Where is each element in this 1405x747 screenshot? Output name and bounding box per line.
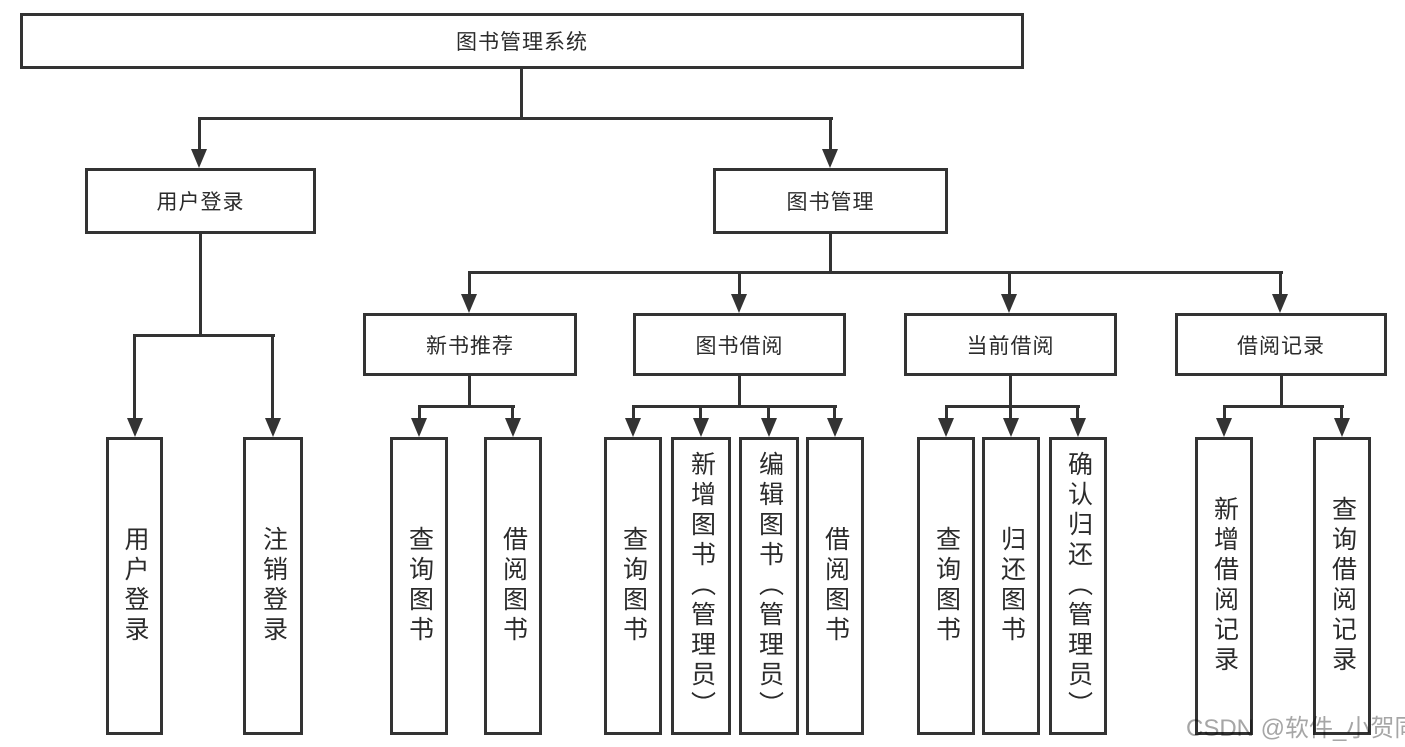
connector-to-leaf — [418, 405, 421, 420]
node-current-borrowing: 当前借阅 — [904, 313, 1117, 376]
leaf-query-books-current: 查询图书 — [917, 437, 975, 735]
connector-root-stem — [520, 68, 523, 118]
arrow-down-icon — [822, 149, 838, 168]
leaf-query-books-borrowing: 查询图书 — [604, 437, 662, 735]
connector-to-book-borrowing — [738, 271, 741, 296]
connector-to-leaf — [767, 405, 770, 420]
connector-current-borrowing-branch — [945, 405, 1080, 408]
leaf-query-books-recommend: 查询图书 — [390, 437, 448, 735]
node-new-book-recommendation: 新书推荐 — [363, 313, 577, 376]
node-user-login: 用户登录 — [85, 168, 316, 234]
leaf-label: 新增借阅记录 — [1210, 496, 1239, 676]
arrow-down-icon — [1001, 294, 1017, 313]
arrow-down-icon — [1003, 418, 1019, 437]
node-label: 新书推荐 — [426, 334, 514, 358]
node-borrowing-records: 借阅记录 — [1175, 313, 1387, 376]
leaf-label: 查询图书 — [932, 526, 961, 646]
leaf-label: 编辑图书（管理员） — [755, 451, 784, 721]
leaf-add-books-admin: 新增图书（管理员） — [671, 437, 731, 735]
node-book-borrowing: 图书借阅 — [633, 313, 846, 376]
arrow-down-icon — [1070, 418, 1086, 437]
leaf-label: 查询图书 — [405, 526, 434, 646]
arrow-down-icon — [1334, 418, 1350, 437]
connector-to-leaf — [1223, 405, 1226, 420]
connector-to-leaf — [1340, 405, 1343, 420]
arrow-down-icon — [827, 418, 843, 437]
node-label: 用户登录 — [156, 191, 245, 214]
arrow-down-icon — [693, 418, 709, 437]
connector-book-borrowing-branch — [632, 405, 837, 408]
arrow-down-icon — [761, 418, 777, 437]
arrow-down-icon — [461, 294, 477, 313]
arrow-down-icon — [938, 418, 954, 437]
arrow-down-icon — [127, 418, 143, 437]
arrow-down-icon — [625, 418, 641, 437]
connector-to-leaf — [833, 405, 836, 420]
connector-user-login-branch — [133, 334, 275, 337]
leaf-label: 查询图书 — [619, 526, 648, 646]
connector-to-new-book-recommendation — [468, 271, 471, 296]
connector-to-leaf-logout — [271, 334, 274, 420]
arrow-down-icon — [191, 149, 207, 168]
arrow-down-icon — [731, 294, 747, 313]
arrow-down-icon — [411, 418, 427, 437]
leaf-label: 借阅图书 — [821, 526, 850, 646]
connector-to-current-borrowing — [1008, 271, 1011, 296]
leaf-query-borrow-record: 查询借阅记录 — [1313, 437, 1371, 735]
connector-to-leaf — [632, 405, 635, 420]
connector-to-leaf — [699, 405, 702, 420]
connector-borrowing-records-branch — [1223, 405, 1344, 408]
leaf-label: 用户登录 — [121, 526, 149, 646]
leaf-label: 借阅图书 — [499, 526, 528, 646]
arrow-down-icon — [505, 418, 521, 437]
node-library-management-system: 图书管理系统 — [20, 13, 1024, 69]
arrow-down-icon — [1216, 418, 1232, 437]
node-label: 图书借阅 — [695, 334, 784, 358]
leaf-label: 查询借阅记录 — [1328, 496, 1357, 676]
node-label: 当前借阅 — [966, 334, 1055, 358]
leaf-label: 归还图书 — [997, 526, 1026, 646]
leaf-add-borrow-record: 新增借阅记录 — [1195, 437, 1253, 735]
connector-to-book-management — [829, 117, 832, 151]
leaf-return-books: 归还图书 — [982, 437, 1040, 735]
csdn-watermark: CSDN @软件_小贺同学 — [1186, 715, 1405, 742]
node-label: 图书管理 — [786, 191, 875, 214]
connector-book-borrowing-stem — [738, 376, 741, 408]
leaf-edit-books-admin: 编辑图书（管理员） — [739, 437, 799, 735]
connector-borrowing-records-stem — [1280, 376, 1283, 408]
node-label: 图书管理系统 — [456, 31, 588, 54]
connector-to-leaf-user-login — [133, 334, 136, 420]
connector-user-login-stem — [199, 234, 202, 336]
connector-book-management-stem — [829, 234, 832, 274]
connector-to-leaf — [1076, 405, 1079, 420]
node-label: 借阅记录 — [1237, 334, 1325, 358]
connector-new-book-branch — [418, 405, 515, 408]
leaf-label: 新增图书（管理员） — [687, 451, 716, 721]
leaf-label: 注销登录 — [259, 526, 288, 646]
connector-current-borrowing-stem — [1009, 376, 1012, 408]
arrow-down-icon — [265, 418, 281, 437]
leaf-confirm-return-admin: 确认归还（管理员） — [1049, 437, 1107, 735]
connector-to-leaf — [1009, 405, 1012, 420]
connector-to-leaf — [945, 405, 948, 420]
leaf-borrow-books-recommend: 借阅图书 — [484, 437, 542, 735]
leaf-borrow-books: 借阅图书 — [806, 437, 864, 735]
leaf-logout: 注销登录 — [243, 437, 303, 735]
arrow-down-icon — [1272, 294, 1288, 313]
leaf-label: 确认归还（管理员） — [1064, 451, 1093, 721]
connector-root-branch — [198, 117, 833, 120]
connector-to-borrowing-records — [1279, 271, 1282, 296]
node-book-management: 图书管理 — [713, 168, 948, 234]
leaf-user-login: 用户登录 — [106, 437, 163, 735]
connector-to-user-login — [198, 117, 201, 151]
connector-new-book-stem — [468, 376, 471, 408]
connector-book-management-branch — [468, 271, 1283, 274]
connector-to-leaf — [511, 405, 514, 420]
